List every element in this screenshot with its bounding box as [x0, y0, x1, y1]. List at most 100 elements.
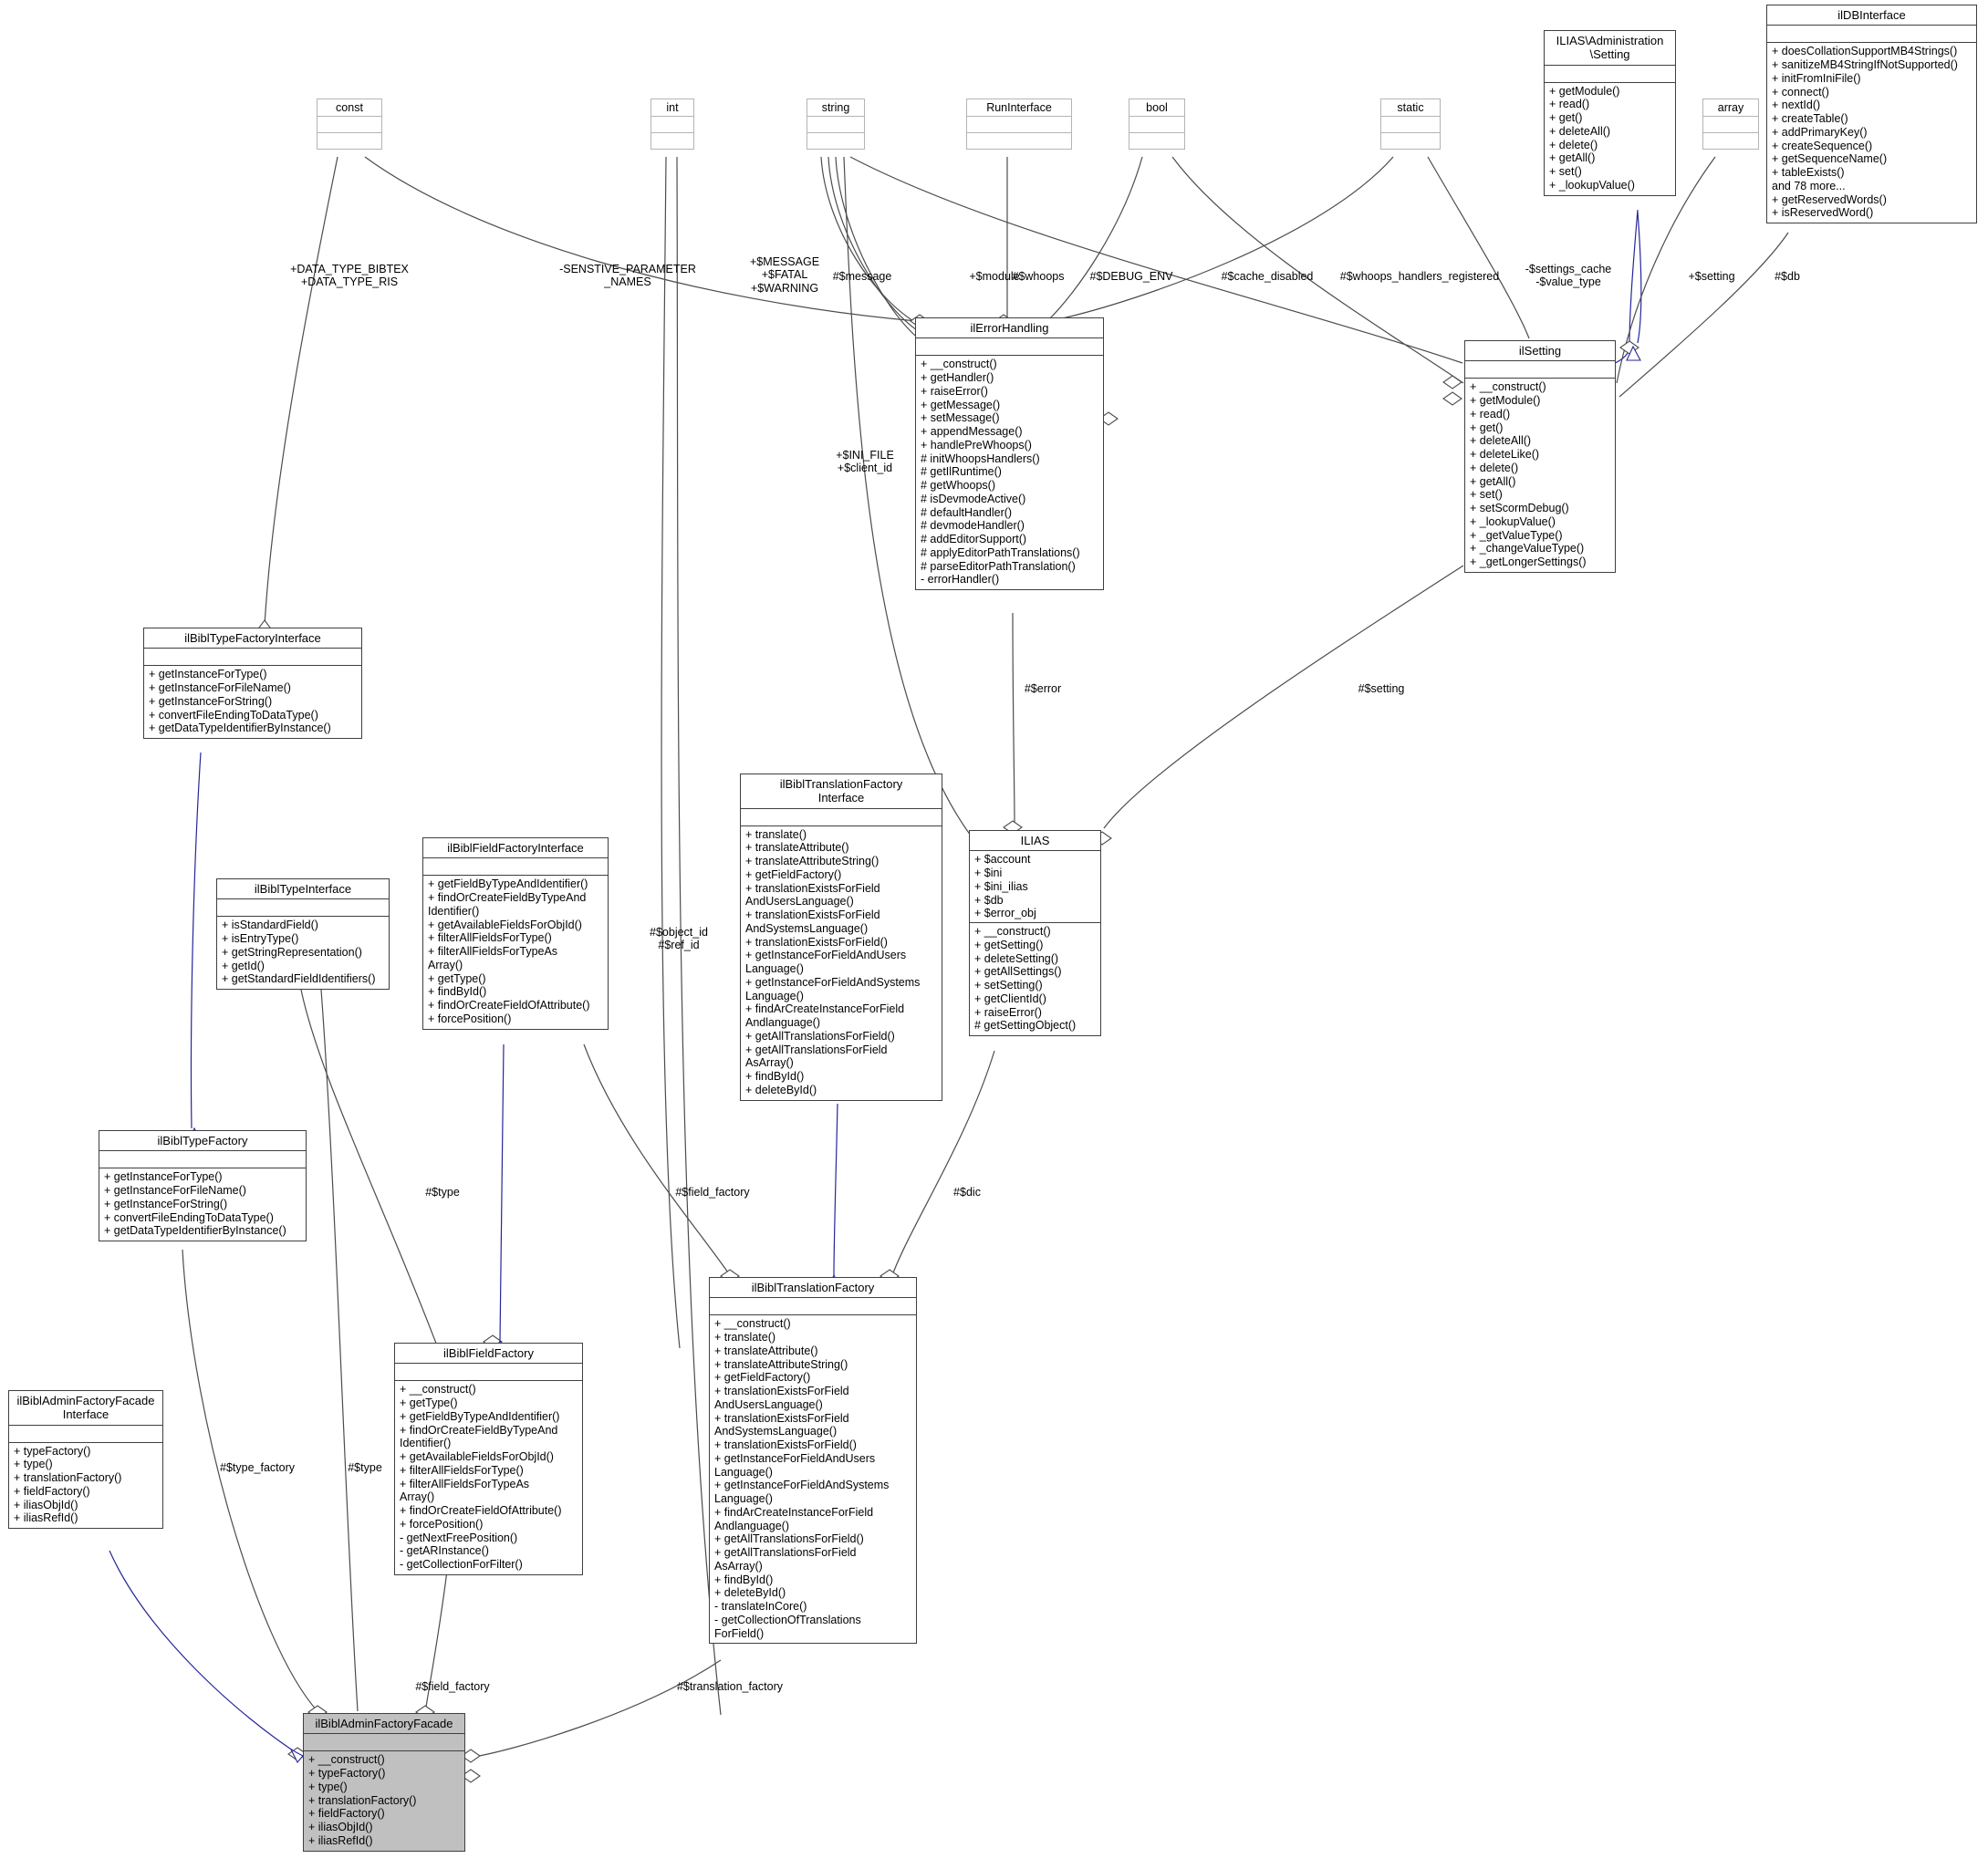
operation-row: + getType() [428, 971, 486, 985]
operation-row: + findOrCreateFieldByTypeAnd Identifier(… [400, 1423, 558, 1450]
edge-label-whoops-handlers-registered: #$whoops_handlers_registered [1339, 270, 1500, 283]
class-node-ilias-administration-setting[interactable]: ILIAS\Administration \Setting + getModul… [1544, 30, 1676, 196]
class-node-ilbibladminfactoryfacade[interactable]: ilBiblAdminFactoryFacade + __construct()… [303, 1713, 465, 1852]
class-title: ILIAS\Administration \Setting [1545, 31, 1675, 66]
type-node-array[interactable]: array [1702, 99, 1759, 150]
operation-row: + typeFactory() [14, 1444, 91, 1458]
operation-row: + type() [308, 1780, 348, 1793]
operation-row: + getInstanceForFieldAndSystems Language… [714, 1479, 890, 1506]
operation-row: + getDataTypeIdentifierByInstance() [104, 1224, 286, 1238]
class-attributes [1465, 361, 1615, 379]
attribute-row: + $ini [974, 867, 1003, 880]
class-attributes [99, 1151, 306, 1169]
class-node-ilbibltypeinterface[interactable]: ilBiblTypeInterface + isStandardField() … [216, 878, 390, 991]
class-node-ildbinterface[interactable]: ilDBInterface + doesCollationSupportMB4S… [1766, 5, 1977, 224]
operation-row: + getStringRepresentation() [222, 945, 362, 959]
operation-row: + __construct() [974, 925, 1051, 939]
type-node-bool[interactable]: bool [1129, 99, 1185, 150]
operation-row: + read() [1549, 98, 1590, 111]
operation-row: + getAvailableFieldsForObjId() [428, 918, 582, 931]
edge-label-setting-top: +$setting [1688, 270, 1735, 283]
edge-label-db: #$db [1775, 270, 1800, 283]
class-node-ilbibltranslationfactory[interactable]: ilBiblTranslationFactory + __construct()… [709, 1277, 917, 1645]
operation-row: + setMessage() [921, 411, 1000, 425]
edge-label-data-type: +DATA_TYPE_BIBTEX +DATA_TYPE_RIS [290, 263, 409, 289]
operation-row: + deleteLike() [1470, 448, 1540, 462]
operation-row: # devmodeHandler() [921, 519, 1025, 533]
operation-row: + getId() [222, 959, 265, 972]
operation-row: + getAll() [1549, 151, 1596, 165]
operation-row: - getARInstance() [400, 1544, 489, 1558]
operation-row: + filterAllFieldsForTypeAs Array() [400, 1477, 530, 1504]
operation-row: + getAllTranslationsForField AsArray() [745, 1043, 888, 1070]
operation-row: # isDevmodeActive() [921, 492, 1026, 505]
operation-row: + _getLongerSettings() [1470, 556, 1587, 569]
operation-row: + translateAttributeString() [714, 1357, 848, 1371]
type-node-label: string [807, 99, 864, 117]
operation-row: + get() [1470, 421, 1504, 434]
class-title: ilBiblTranslationFactory [710, 1278, 916, 1299]
type-node-attrs [1129, 117, 1184, 133]
type-node-int[interactable]: int [651, 99, 694, 150]
operation-row: + getAvailableFieldsForObjId() [400, 1450, 554, 1464]
operation-row: + findById() [714, 1573, 774, 1586]
operation-row: + getReservedWords() [1772, 192, 1887, 206]
class-title: ilBiblFieldFactoryInterface [423, 838, 608, 859]
attribute-row: + $account [974, 853, 1031, 867]
type-node-label: RunInterface [967, 99, 1071, 117]
operation-row: + nextId() [1772, 99, 1821, 112]
class-node-ilsetting[interactable]: ilSetting + __construct() + getModule() … [1464, 340, 1616, 573]
operation-row: + filterAllFieldsForType() [428, 931, 552, 945]
type-node-static[interactable]: static [1380, 99, 1441, 150]
operation-row: + __construct() [400, 1383, 476, 1397]
operation-row: + handlePreWhoops() [921, 438, 1032, 452]
class-node-ilbibltypefactoryinterface[interactable]: ilBiblTypeFactoryInterface + getInstance… [143, 628, 362, 740]
edge-label-field-factory-mid: #$field_factory [675, 1186, 750, 1199]
class-node-ilbibltranslationfactoryinterface[interactable]: ilBiblTranslationFactory Interface + tra… [740, 774, 942, 1101]
operation-row: + appendMessage() [921, 425, 1023, 439]
edge-label-cache-disabled: #$cache_disabled [1221, 270, 1314, 283]
operation-row: + getHandler() [921, 371, 994, 385]
class-operations: + typeFactory() + type() + translationFa… [9, 1443, 162, 1529]
operation-row: + translateAttribute() [745, 841, 849, 855]
operation-row: + translationExistsForField AndSystemsLa… [714, 1411, 849, 1438]
operation-row: + setScormDebug() [1470, 502, 1569, 515]
operation-row: + doesCollationSupportMB4Strings() [1772, 45, 1958, 58]
type-node-label: static [1381, 99, 1440, 117]
class-node-ilias[interactable]: ILIAS + $account + $ini + $ini_ilias + $… [969, 830, 1101, 1037]
operation-row: + findArCreateInstanceForField Andlangua… [714, 1505, 874, 1532]
type-node-runinterface[interactable]: RunInterface [966, 99, 1072, 150]
operation-row: + convertFileEndingToDataType() [104, 1210, 274, 1224]
type-node-string[interactable]: string [807, 99, 865, 150]
operation-row: + getSetting() [974, 938, 1044, 951]
edge-label-type-mid: #$type [425, 1186, 460, 1199]
class-node-ilbibltypefactory[interactable]: ilBiblTypeFactory + getInstanceForType()… [99, 1130, 307, 1242]
type-node-const[interactable]: const [317, 99, 382, 150]
type-node-attrs [967, 117, 1071, 133]
class-title: ilBiblFieldFactory [395, 1344, 582, 1365]
class-node-ilbibladminfactoryfacadeinterface[interactable]: ilBiblAdminFactoryFacade Interface + typ… [8, 1390, 163, 1530]
operation-row: + translationExistsForField() [714, 1438, 857, 1452]
operation-row: + delete() [1470, 461, 1519, 474]
class-node-ilbiblfieldfactoryinterface[interactable]: ilBiblFieldFactoryInterface + getFieldBy… [422, 837, 609, 1030]
operation-row: + translationExistsForField AndUsersLang… [745, 881, 880, 909]
class-attributes [1767, 26, 1976, 44]
class-operations: + translate() + translateAttribute() + t… [741, 826, 942, 1100]
class-node-ilbiblfieldfactory[interactable]: ilBiblFieldFactory + __construct() + get… [394, 1343, 583, 1575]
class-node-ilerrorhandling[interactable]: ilErrorHandling + __construct() + getHan… [915, 317, 1104, 591]
operation-row: + iliasObjId() [308, 1821, 373, 1834]
class-operations: + getInstanceForType() + getInstanceForF… [99, 1168, 306, 1241]
operation-row: + translateAttribute() [714, 1344, 818, 1357]
operation-row: + forcePosition() [428, 1012, 512, 1025]
edge-label-type-factory: #$type_factory [220, 1461, 295, 1474]
operation-row: + translationFactory() [14, 1471, 122, 1485]
edge-label-dic: #$dic [953, 1186, 981, 1199]
operation-row: + getStandardFieldIdentifiers() [222, 972, 376, 986]
operation-row: + convertFileEndingToDataType() [149, 708, 318, 722]
type-node-ops [651, 133, 693, 149]
type-node-attrs [807, 117, 864, 133]
edge-label-type-bottom: #$type [348, 1461, 382, 1474]
operation-row: + set() [1549, 165, 1582, 179]
operation-row: + getInstanceForType() [104, 1170, 223, 1184]
